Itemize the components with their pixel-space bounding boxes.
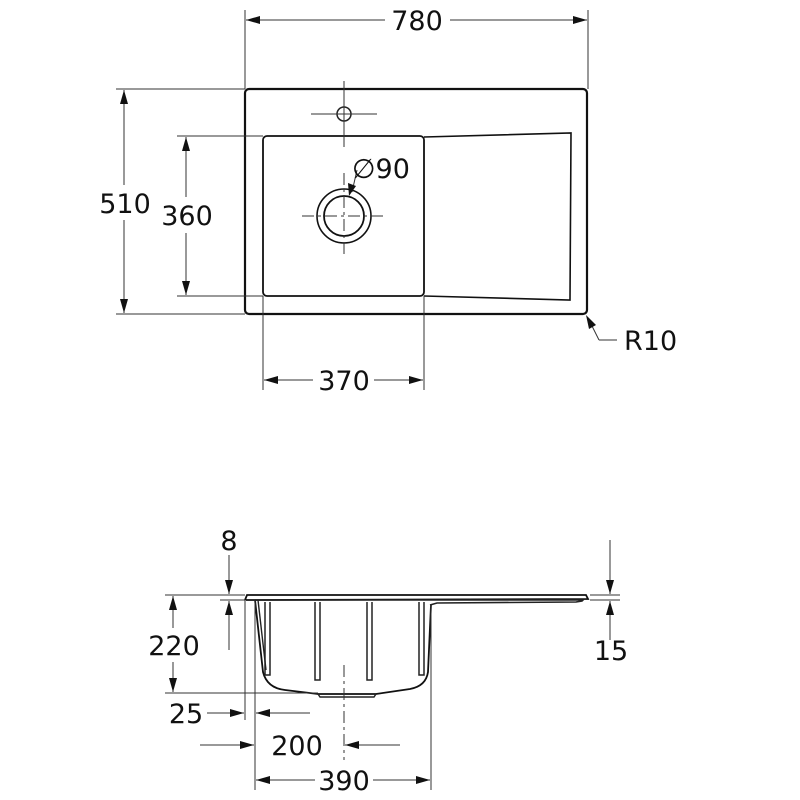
- top-view: ∅90 780 510 360: [99, 6, 677, 397]
- drainboard-outline: [423, 132, 572, 301]
- dimension-15: [590, 540, 620, 640]
- dimension-390: [256, 605, 432, 790]
- sink-outline: [243, 87, 589, 316]
- overall-depth-label: 510: [99, 189, 151, 220]
- bowl-depth-label: 360: [161, 201, 213, 232]
- dimension-360: [177, 135, 263, 297]
- bowl-profile: [254, 599, 432, 695]
- drain-offset-label: 200: [271, 731, 323, 762]
- dimension-8: [220, 555, 245, 650]
- side-view: 8 220 15 25 200: [148, 526, 628, 797]
- bowl-height-label: 220: [148, 631, 200, 662]
- drainboard-thickness-label: 15: [594, 636, 628, 667]
- corner-radius-label: R10: [624, 326, 677, 357]
- dimension-220: [165, 594, 318, 694]
- drain-hole: [302, 169, 386, 258]
- drain-diameter-label: ∅90: [352, 154, 410, 185]
- bowl-width-label: 370: [318, 366, 370, 397]
- overall-width-label: 780: [391, 6, 443, 37]
- corner-radius-leader: [586, 315, 617, 341]
- rim-thickness-label: 8: [220, 526, 237, 557]
- bowl-ribs: [264, 602, 425, 681]
- edge-offset-label: 25: [169, 699, 203, 730]
- tap-hole: [311, 81, 377, 147]
- bowl-outer-width-label: 390: [318, 766, 370, 797]
- dimension-780: [244, 10, 589, 89]
- dimension-25: [207, 600, 310, 790]
- dimension-510: [116, 88, 245, 315]
- dimension-370: [262, 296, 425, 390]
